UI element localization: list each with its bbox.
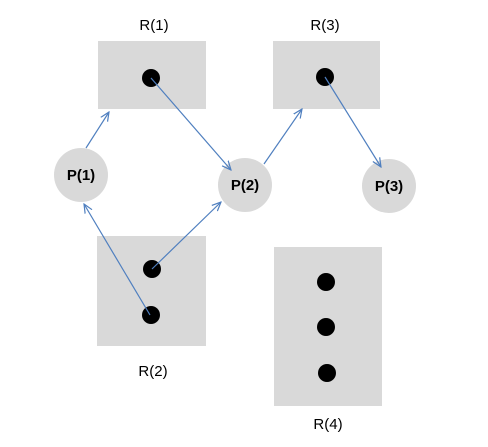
r4-instance-dot <box>317 318 335 336</box>
resource-r2-label: R(2) <box>138 363 167 380</box>
edge-p2-to-r3 <box>263 109 302 165</box>
process-p1-node <box>54 148 108 202</box>
resource-r4-label: R(4) <box>313 416 342 433</box>
process-p3-node <box>362 159 416 213</box>
edge-p1-to-r1 <box>85 112 109 149</box>
resource-r2-box <box>97 236 206 346</box>
process-p3-label: P(3) <box>375 178 403 195</box>
process-p2-node <box>218 158 272 212</box>
edge-r3-to-p3 <box>324 76 381 167</box>
r4-instance-dot <box>318 364 336 382</box>
edge-r2-to-p1 <box>84 204 151 316</box>
edge-r2-to-p2 <box>151 202 221 270</box>
r2-instance-dot <box>142 306 160 324</box>
resource-r3-label: R(3) <box>310 17 339 34</box>
process-p1-label: P(1) <box>67 167 95 184</box>
resource-r1-label: R(1) <box>139 17 168 34</box>
edge-r1-to-p2 <box>150 77 231 170</box>
process-p2-label: P(2) <box>231 177 259 194</box>
r4-instance-dot <box>317 273 335 291</box>
